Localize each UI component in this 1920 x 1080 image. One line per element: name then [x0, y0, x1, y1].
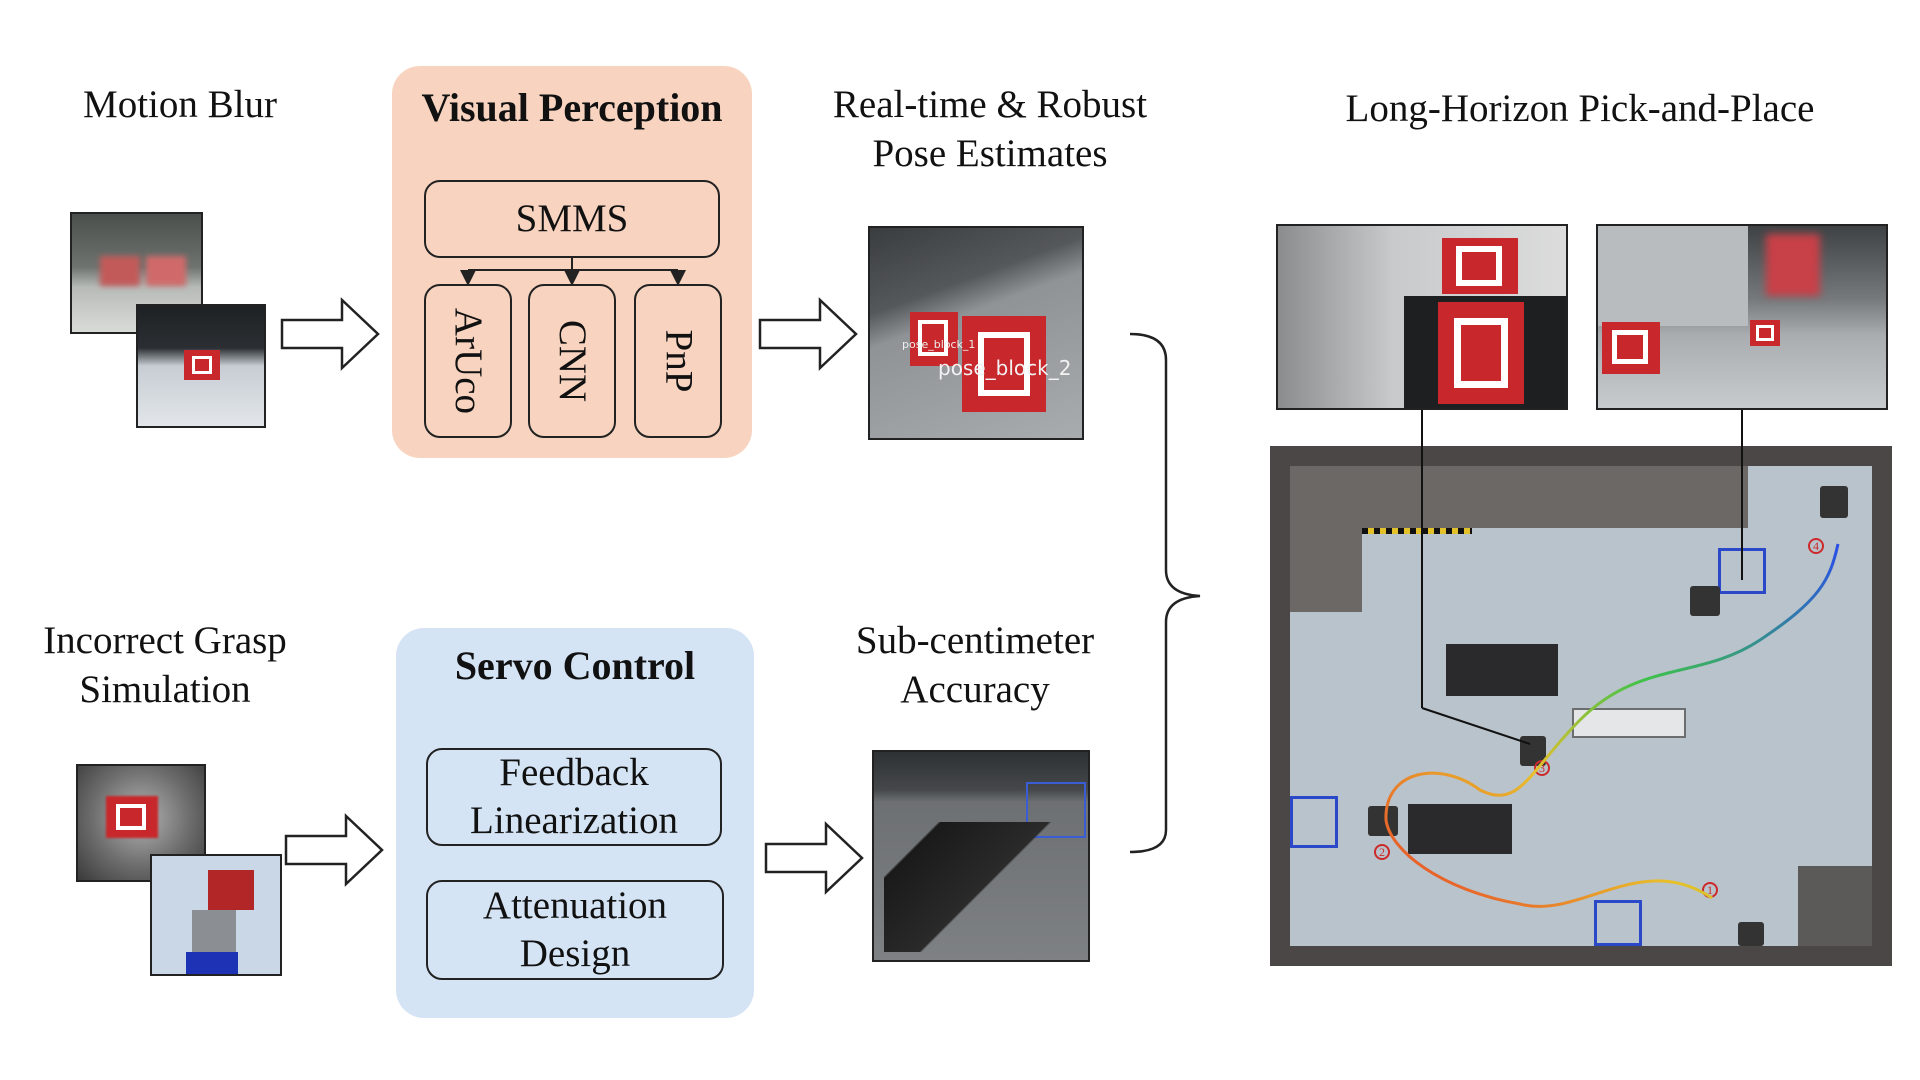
blurred-block: [100, 256, 140, 286]
arena-wall-top: [1290, 466, 1748, 528]
attenuation-design-box: Attenuation Design: [426, 880, 724, 980]
grey-wall: [1598, 226, 1748, 326]
pose-caption-line1: Real-time & Robust: [832, 83, 1148, 126]
station-2: [1594, 900, 1642, 946]
attenuation-line1: Attenuation: [482, 884, 668, 927]
camera-view-2: [1596, 224, 1888, 410]
red-block: [106, 796, 158, 838]
robot-trajectory-path: [1384, 543, 1840, 908]
robot-5: [1820, 486, 1848, 518]
accuracy-caption-line2: Accuracy: [900, 668, 1050, 711]
pose-label-large: pose_block_2: [938, 356, 1072, 380]
block-marker: [1612, 330, 1648, 364]
corner-obstacle: [1798, 866, 1872, 946]
obstacle-1: [1446, 644, 1558, 696]
feedback-line2: Linearization: [470, 799, 678, 842]
block-marker: [116, 804, 146, 830]
servo-control-title: Servo Control: [454, 643, 696, 688]
block-marker: [918, 320, 948, 356]
incorrect-grasp-caption: Incorrect Grasp Simulation: [20, 616, 310, 714]
hazard-stripe: [1362, 528, 1472, 534]
flow-arrow: [764, 821, 864, 895]
target-region: [1026, 782, 1086, 838]
leader-line: [1421, 707, 1531, 745]
arena-map: 2 3 4 1: [1270, 446, 1892, 966]
waypoint-marker: 2: [1374, 844, 1390, 860]
sub-centimeter-caption: Sub-centimeter Accuracy: [830, 616, 1120, 714]
accuracy-caption-line1: Sub-centimeter: [855, 619, 1095, 662]
obstacle-2: [1572, 708, 1686, 738]
gripper-base: [186, 952, 238, 974]
pose-caption-line2: Pose Estimates: [872, 132, 1108, 175]
arena-wall-left: [1290, 466, 1362, 612]
feedback-linearization-box: Feedback Linearization: [426, 748, 722, 846]
motion-blur-image-1: [70, 212, 203, 334]
pose-estimate-image: pose_block_1 pose_block_2: [868, 226, 1084, 440]
red-block: [1750, 320, 1780, 346]
block-marker: [1756, 325, 1774, 341]
waypoint-marker: 4: [1808, 538, 1824, 554]
feedback-line1: Feedback: [499, 751, 649, 794]
visual-perception-title: Visual Perception: [421, 85, 723, 130]
robot-1: [1368, 806, 1398, 836]
grasp-image-2: [150, 854, 282, 976]
servo-control-panel: Servo Control: [396, 628, 754, 1018]
curly-brace: [1129, 332, 1201, 854]
block-marker: [1454, 318, 1508, 388]
flow-arrow: [280, 297, 380, 371]
accuracy-image: [872, 750, 1090, 962]
motion-blur-image-2: [136, 304, 266, 428]
red-block: [184, 350, 220, 380]
block-marker: [192, 356, 212, 374]
station-1: [1290, 796, 1338, 848]
arena-floor: [1290, 466, 1872, 946]
robot-4: [1738, 922, 1764, 946]
smms-fanout-arrows: [460, 258, 686, 286]
long-horizon-caption: Long-Horizon Pick-and-Place: [1345, 87, 1815, 130]
pose-estimates-caption: Real-time & Robust Pose Estimates: [820, 80, 1160, 178]
pose-label-small: pose_block_1: [902, 338, 976, 351]
attenuation-line2: Design: [519, 932, 631, 975]
grasp-caption-line2: Simulation: [79, 668, 251, 711]
robot-3: [1690, 586, 1720, 616]
camera-view-1: [1276, 224, 1568, 410]
obstacle-3: [1408, 804, 1512, 854]
flow-arrow: [758, 297, 858, 371]
red-block: [208, 870, 254, 910]
flow-arrow: [284, 813, 384, 887]
blurred-block: [1766, 234, 1820, 296]
robot-trajectory: [884, 822, 1054, 952]
block-marker: [978, 332, 1030, 396]
block-marker: [1456, 246, 1502, 286]
smms-box: SMMS: [424, 180, 720, 258]
grasp-caption-line1: Incorrect Grasp: [43, 619, 287, 662]
blurred-block: [146, 256, 186, 286]
motion-blur-caption: Motion Blur: [83, 83, 277, 126]
